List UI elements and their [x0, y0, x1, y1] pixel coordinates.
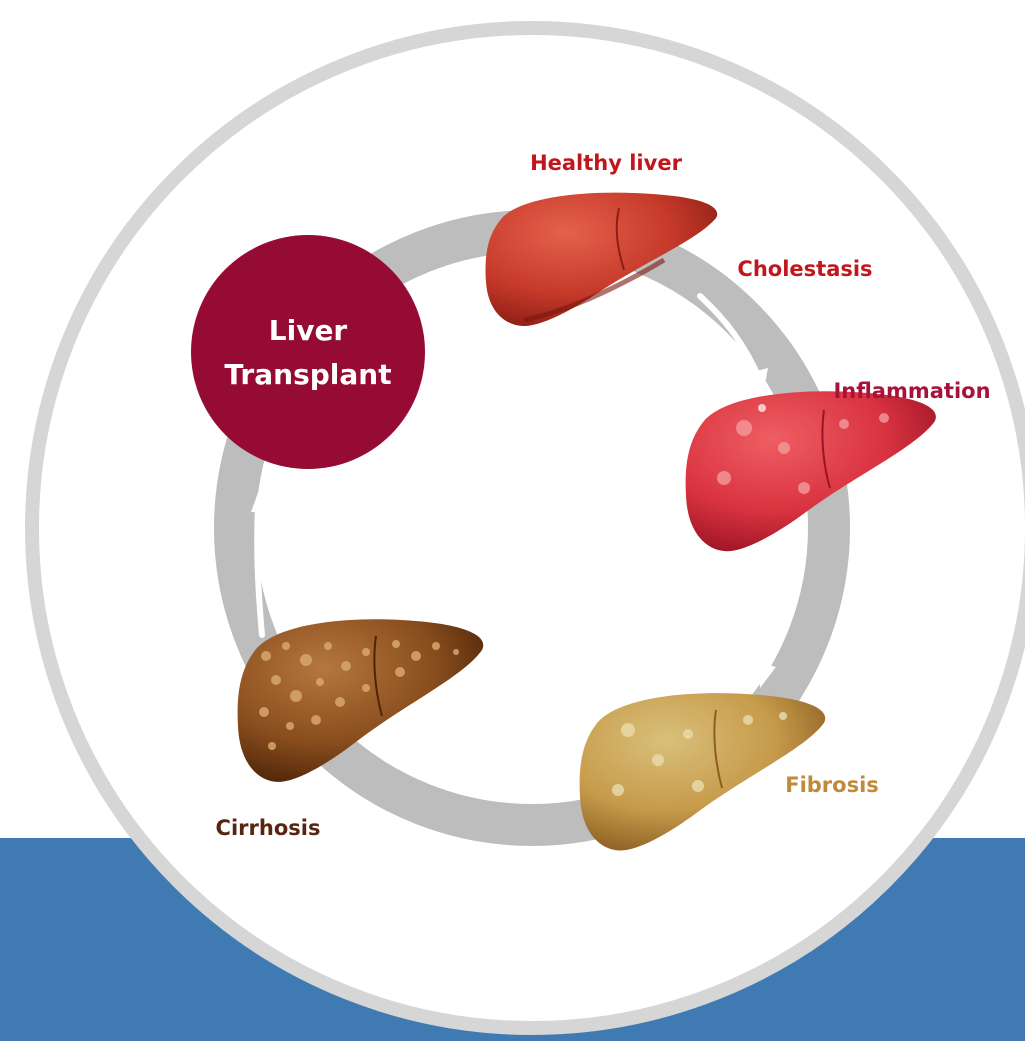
transplant-label-line2: Transplant	[224, 358, 391, 391]
cirrhosis-label: Cirrhosis	[216, 816, 321, 840]
liver-transplant-node: Liver Transplant	[191, 235, 425, 469]
inflammation-label: Inflammation	[833, 379, 990, 403]
cholestasis-label: Cholestasis	[737, 257, 872, 281]
transplant-label-line1: Liver	[269, 314, 348, 347]
healthy-liver-label: Healthy liver	[530, 151, 683, 175]
outer-ring	[32, 28, 1025, 1028]
fibrosis-label: Fibrosis	[785, 773, 879, 797]
transplant-circle	[191, 235, 425, 469]
